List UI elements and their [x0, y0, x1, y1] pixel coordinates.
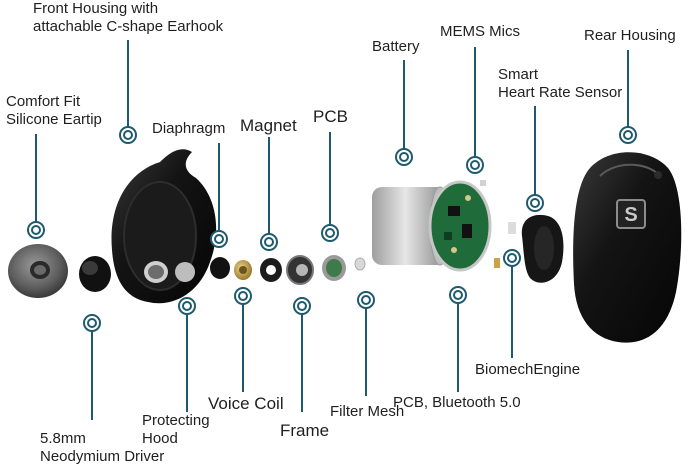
label-filter-mesh: Filter Mesh — [330, 403, 405, 420]
front-housing — [111, 149, 217, 304]
marker-diaphragm — [210, 230, 228, 248]
markers — [27, 126, 637, 332]
marker-magnet — [260, 233, 278, 251]
marker-biomech — [503, 249, 521, 267]
label-frame: Frame — [280, 421, 330, 440]
label-mems: MEMS Mics — [440, 23, 520, 40]
marker-protecting-hood — [178, 297, 196, 315]
marker-smart-hr — [526, 194, 544, 212]
label-smart-hr: Smart Heart Rate Sensor — [498, 66, 623, 101]
label-comfort-fit: Comfort Fit Silicone Eartip — [6, 93, 102, 128]
marker-frame — [293, 297, 311, 315]
marker-pcb — [321, 224, 339, 242]
label-diaphragm: Diaphragm — [152, 120, 226, 137]
svg-text:S: S — [624, 204, 637, 226]
leader-lines — [35, 40, 629, 420]
marker-voice-coil — [234, 287, 252, 305]
rear-housing — [573, 152, 682, 343]
brand-logo: S — [616, 199, 646, 229]
label-rear-housing: Rear Housing — [584, 27, 676, 44]
main-pcb — [428, 180, 492, 272]
label-voice-coil: Voice Coil — [208, 394, 284, 413]
marker-rear-housing — [619, 126, 637, 144]
marker-filter-mesh — [357, 291, 375, 309]
label-battery: Battery — [372, 38, 420, 55]
diaphragm — [210, 257, 230, 279]
label-front-housing: Front Housing with attachable C-shape Ea… — [33, 0, 224, 35]
marker-pcb-bt — [449, 286, 467, 304]
marker-neodymium — [83, 314, 101, 332]
small-pcb — [322, 255, 346, 281]
filter-mesh — [354, 257, 366, 271]
heart-rate-sensor — [521, 214, 564, 283]
label-neodymium: 5.8mm Neodymium Driver — [40, 430, 165, 465]
voice-coil — [234, 260, 252, 280]
label-protecting-hood: Protecting Hood — [142, 412, 210, 447]
marker-comfort-fit — [27, 221, 45, 239]
label-magnet: Magnet — [240, 116, 297, 135]
marker-front-housing — [119, 126, 137, 144]
silicone-eartip — [8, 244, 68, 298]
marker-mems — [466, 156, 484, 174]
label-pcb-bt: PCB, Bluetooth 5.0 — [393, 394, 521, 411]
magnet — [260, 258, 282, 282]
label-biomech: BiomechEngine — [475, 361, 581, 378]
label-pcb: PCB — [313, 107, 348, 126]
neodymium-driver — [79, 256, 111, 292]
marker-battery — [395, 148, 413, 166]
frame — [286, 255, 314, 285]
mems-mic — [480, 180, 516, 268]
